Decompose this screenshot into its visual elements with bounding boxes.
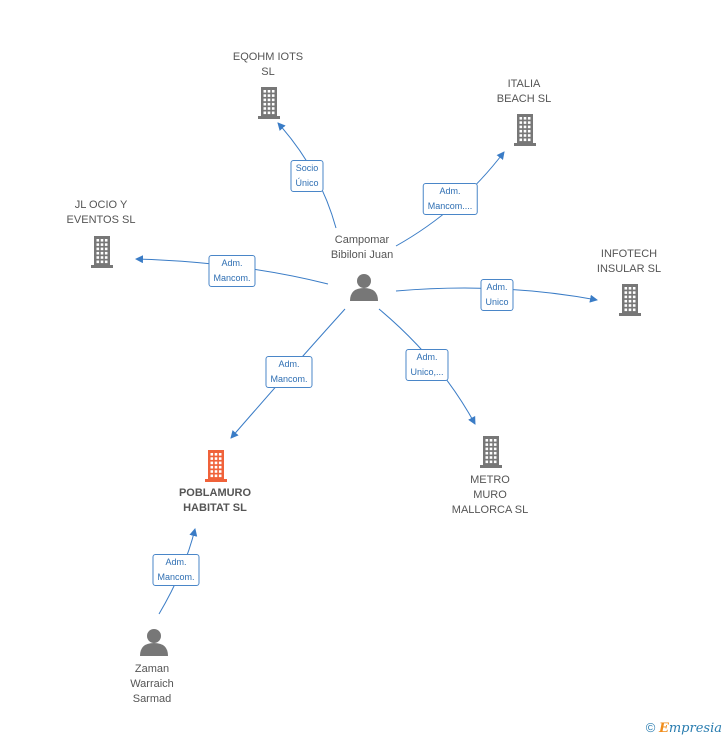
edge-label-zaman-poblamuro[interactable]: Adm.Mancom. xyxy=(152,554,200,586)
building-icon-metro[interactable] xyxy=(480,436,502,468)
edge-label-center-jlocio[interactable]: Adm.Mancom. xyxy=(208,255,256,287)
person-icon-center[interactable] xyxy=(350,274,378,301)
person-icon-zaman[interactable] xyxy=(140,629,168,656)
empresia-logo: © Empresia xyxy=(645,720,722,736)
building-icon-jlocio[interactable] xyxy=(91,236,113,268)
edge-label-center-metro[interactable]: Adm.Unico,... xyxy=(405,349,449,381)
building-icon-italia[interactable] xyxy=(514,114,536,146)
building-icon-infotech[interactable] xyxy=(619,284,641,316)
edge-label-center-italia[interactable]: Adm.Mancom.... xyxy=(422,183,478,215)
building-icon-eqohm[interactable] xyxy=(258,87,280,119)
edge-label-center-poblamuro[interactable]: Adm.Mancom. xyxy=(265,356,313,388)
building-icon-poblamuro[interactable] xyxy=(205,450,227,482)
edge-label-center-infotech[interactable]: Adm.Unico xyxy=(480,279,514,311)
